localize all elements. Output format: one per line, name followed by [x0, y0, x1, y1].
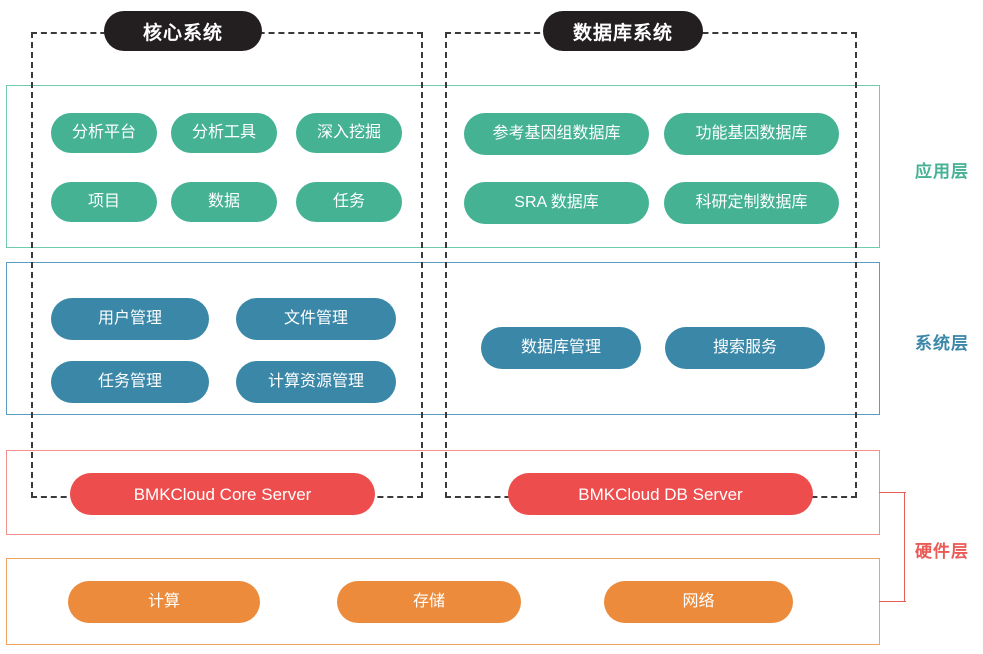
hw-node-bmkcloud-db-server[interactable]: BMKCloud DB Server [508, 473, 813, 515]
app-node-deep-mining[interactable]: 深入挖掘 [296, 113, 402, 153]
sys-node-database-management[interactable]: 数据库管理 [481, 327, 641, 369]
hw-node-compute[interactable]: 计算 [68, 581, 260, 623]
sys-node-task-management[interactable]: 任务管理 [51, 361, 209, 403]
core-system-badge: 核心系统 [104, 11, 262, 51]
app-node-analysis-tools[interactable]: 分析工具 [171, 113, 277, 153]
layer-label-system: 系统层 [915, 334, 969, 353]
hardware-brace-top [879, 492, 906, 493]
app-node-custom-research-db[interactable]: 科研定制数据库 [664, 182, 839, 224]
sys-node-user-management[interactable]: 用户管理 [51, 298, 209, 340]
sys-node-file-management[interactable]: 文件管理 [236, 298, 396, 340]
app-node-reference-genome-db[interactable]: 参考基因组数据库 [464, 113, 649, 155]
system-layer-box [6, 262, 880, 415]
hardware-brace-vertical [888, 492, 905, 602]
app-node-task[interactable]: 任务 [296, 182, 402, 222]
app-node-project[interactable]: 项目 [51, 182, 157, 222]
sys-node-search-service[interactable]: 搜索服务 [665, 327, 825, 369]
hardware-brace-bottom [879, 601, 906, 602]
sys-node-compute-resource-management[interactable]: 计算资源管理 [236, 361, 396, 403]
hw-node-bmkcloud-core-server[interactable]: BMKCloud Core Server [70, 473, 375, 515]
application-layer-box [6, 85, 880, 248]
app-node-data[interactable]: 数据 [171, 182, 277, 222]
layer-label-hardware: 硬件层 [915, 542, 969, 561]
hw-node-storage[interactable]: 存储 [337, 581, 521, 623]
app-node-sra-db[interactable]: SRA 数据库 [464, 182, 649, 224]
app-node-functional-gene-db[interactable]: 功能基因数据库 [664, 113, 839, 155]
layer-label-application: 应用层 [915, 162, 969, 181]
app-node-analysis-platform[interactable]: 分析平台 [51, 113, 157, 153]
hw-node-network[interactable]: 网络 [604, 581, 793, 623]
database-system-badge: 数据库系统 [543, 11, 703, 51]
